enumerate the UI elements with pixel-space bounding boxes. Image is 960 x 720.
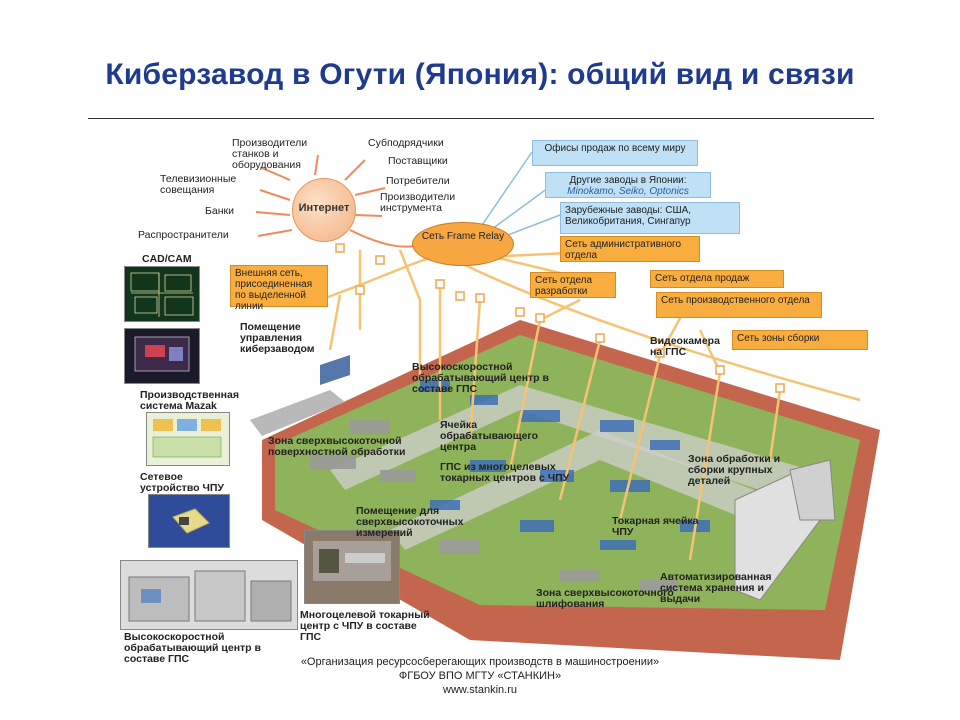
machining-center-image xyxy=(120,560,298,630)
mazak-screen-image xyxy=(124,328,200,384)
page-title: Киберзавод в Огути (Япония): общий вид и… xyxy=(105,58,855,91)
label-control-room: Помещение управления киберзаводом xyxy=(240,321,315,355)
box-foreign-plants: Зарубежные заводы: США, Великобритания, … xyxy=(560,202,740,234)
control-room xyxy=(320,355,350,385)
footer-university: ФГБОУ ВПО МГТУ «СТАНКИН» xyxy=(398,670,562,682)
internet-label: Интернет xyxy=(298,202,350,214)
japan-plants-title: Другие заводы в Японии: xyxy=(569,175,687,186)
label-fms-lathe: ГПС из многоцелевых токарных центров с Ч… xyxy=(440,461,570,484)
label-mazak-system: Производственная система Mazak xyxy=(140,389,239,412)
frame-relay-links xyxy=(479,151,561,239)
label-large-parts-zone: Зона обработки и сборки крупных деталей xyxy=(688,453,781,487)
cnc-device-image xyxy=(148,494,230,548)
machine-blocks xyxy=(420,380,710,550)
network-nodes xyxy=(335,243,785,393)
machine-blocks-grey xyxy=(310,420,678,592)
label-teleconference: Телевизионные совещания xyxy=(160,173,237,196)
label-tool-makers: Производители инструмента xyxy=(380,191,456,214)
label-suppliers: Поставщики xyxy=(388,155,448,167)
box-sales-network: Сеть отдела продаж xyxy=(650,270,784,288)
frame-relay-node: Сеть Frame Relay xyxy=(412,222,514,266)
label-distributors: Распространители xyxy=(138,229,229,241)
label-consumers: Потребители xyxy=(386,175,450,187)
label-machine-makers: Производители станков и оборудования xyxy=(232,137,308,171)
label-lathe-center: Многоцелевой токарный центр с ЧПУ в сост… xyxy=(300,609,430,643)
internet-connector xyxy=(349,229,415,248)
box-external-network: Внешняя сеть, присоединенная по выделенн… xyxy=(230,265,328,312)
box-admin-network: Сеть административного отдела xyxy=(560,236,700,262)
label-grinding-zone: Зона сверхвысокоточного шлифования xyxy=(536,587,674,610)
label-measurement-room: Помещение для сверхвысокоточных измерени… xyxy=(356,505,464,539)
label-hs-machining-center: Высокоскоростной обрабатывающий центр в … xyxy=(124,631,261,665)
box-japan-plants: Другие заводы в Японии: Minokamo, Seiko,… xyxy=(545,172,711,198)
lathe-center-image xyxy=(304,530,400,604)
title-divider xyxy=(88,118,874,119)
footer-website[interactable]: www.stankin.ru xyxy=(443,684,517,696)
label-surface-zone: Зона сверхвысокоточной поверхностной обр… xyxy=(268,435,406,458)
storage-rack xyxy=(789,459,836,521)
frame-relay-label: Сеть Frame Relay xyxy=(421,231,505,242)
label-subcontractors: Субподрядчики xyxy=(368,137,444,149)
cnc-network-screen-image xyxy=(146,412,230,466)
box-production-network: Сеть производственного отдела xyxy=(656,292,822,318)
label-video-camera: Видеокамера на ГПС xyxy=(650,335,720,358)
box-dev-network: Сеть отдела разработки xyxy=(530,272,616,298)
cadcam-screen-image xyxy=(124,266,200,322)
label-lathe-cell: Токарная ячейка ЧПУ xyxy=(612,515,699,538)
internet-node: Интернет xyxy=(292,178,356,242)
japan-plants-list: Minokamo, Seiko, Optonics xyxy=(567,186,689,197)
label-storage-system: Автоматизированная система хранения и вы… xyxy=(660,571,772,605)
label-cnc-device: Сетевое устройство ЧПУ xyxy=(140,471,224,494)
label-cadcam: CAD/CAM xyxy=(142,253,192,265)
label-banks: Банки xyxy=(205,205,234,217)
building-left xyxy=(250,390,345,436)
box-sales-offices: Офисы продаж по всему миру xyxy=(532,140,698,166)
internet-rays xyxy=(255,154,386,237)
box-assembly-network: Сеть зоны сборки xyxy=(732,330,868,350)
label-hs-center-floor: Высокоскоростной обрабатывающий центр в … xyxy=(412,361,549,395)
label-machining-cell: Ячейка обрабатывающего центра xyxy=(440,419,539,453)
footer-course: «Организация ресурсосберегающих производ… xyxy=(300,656,660,668)
